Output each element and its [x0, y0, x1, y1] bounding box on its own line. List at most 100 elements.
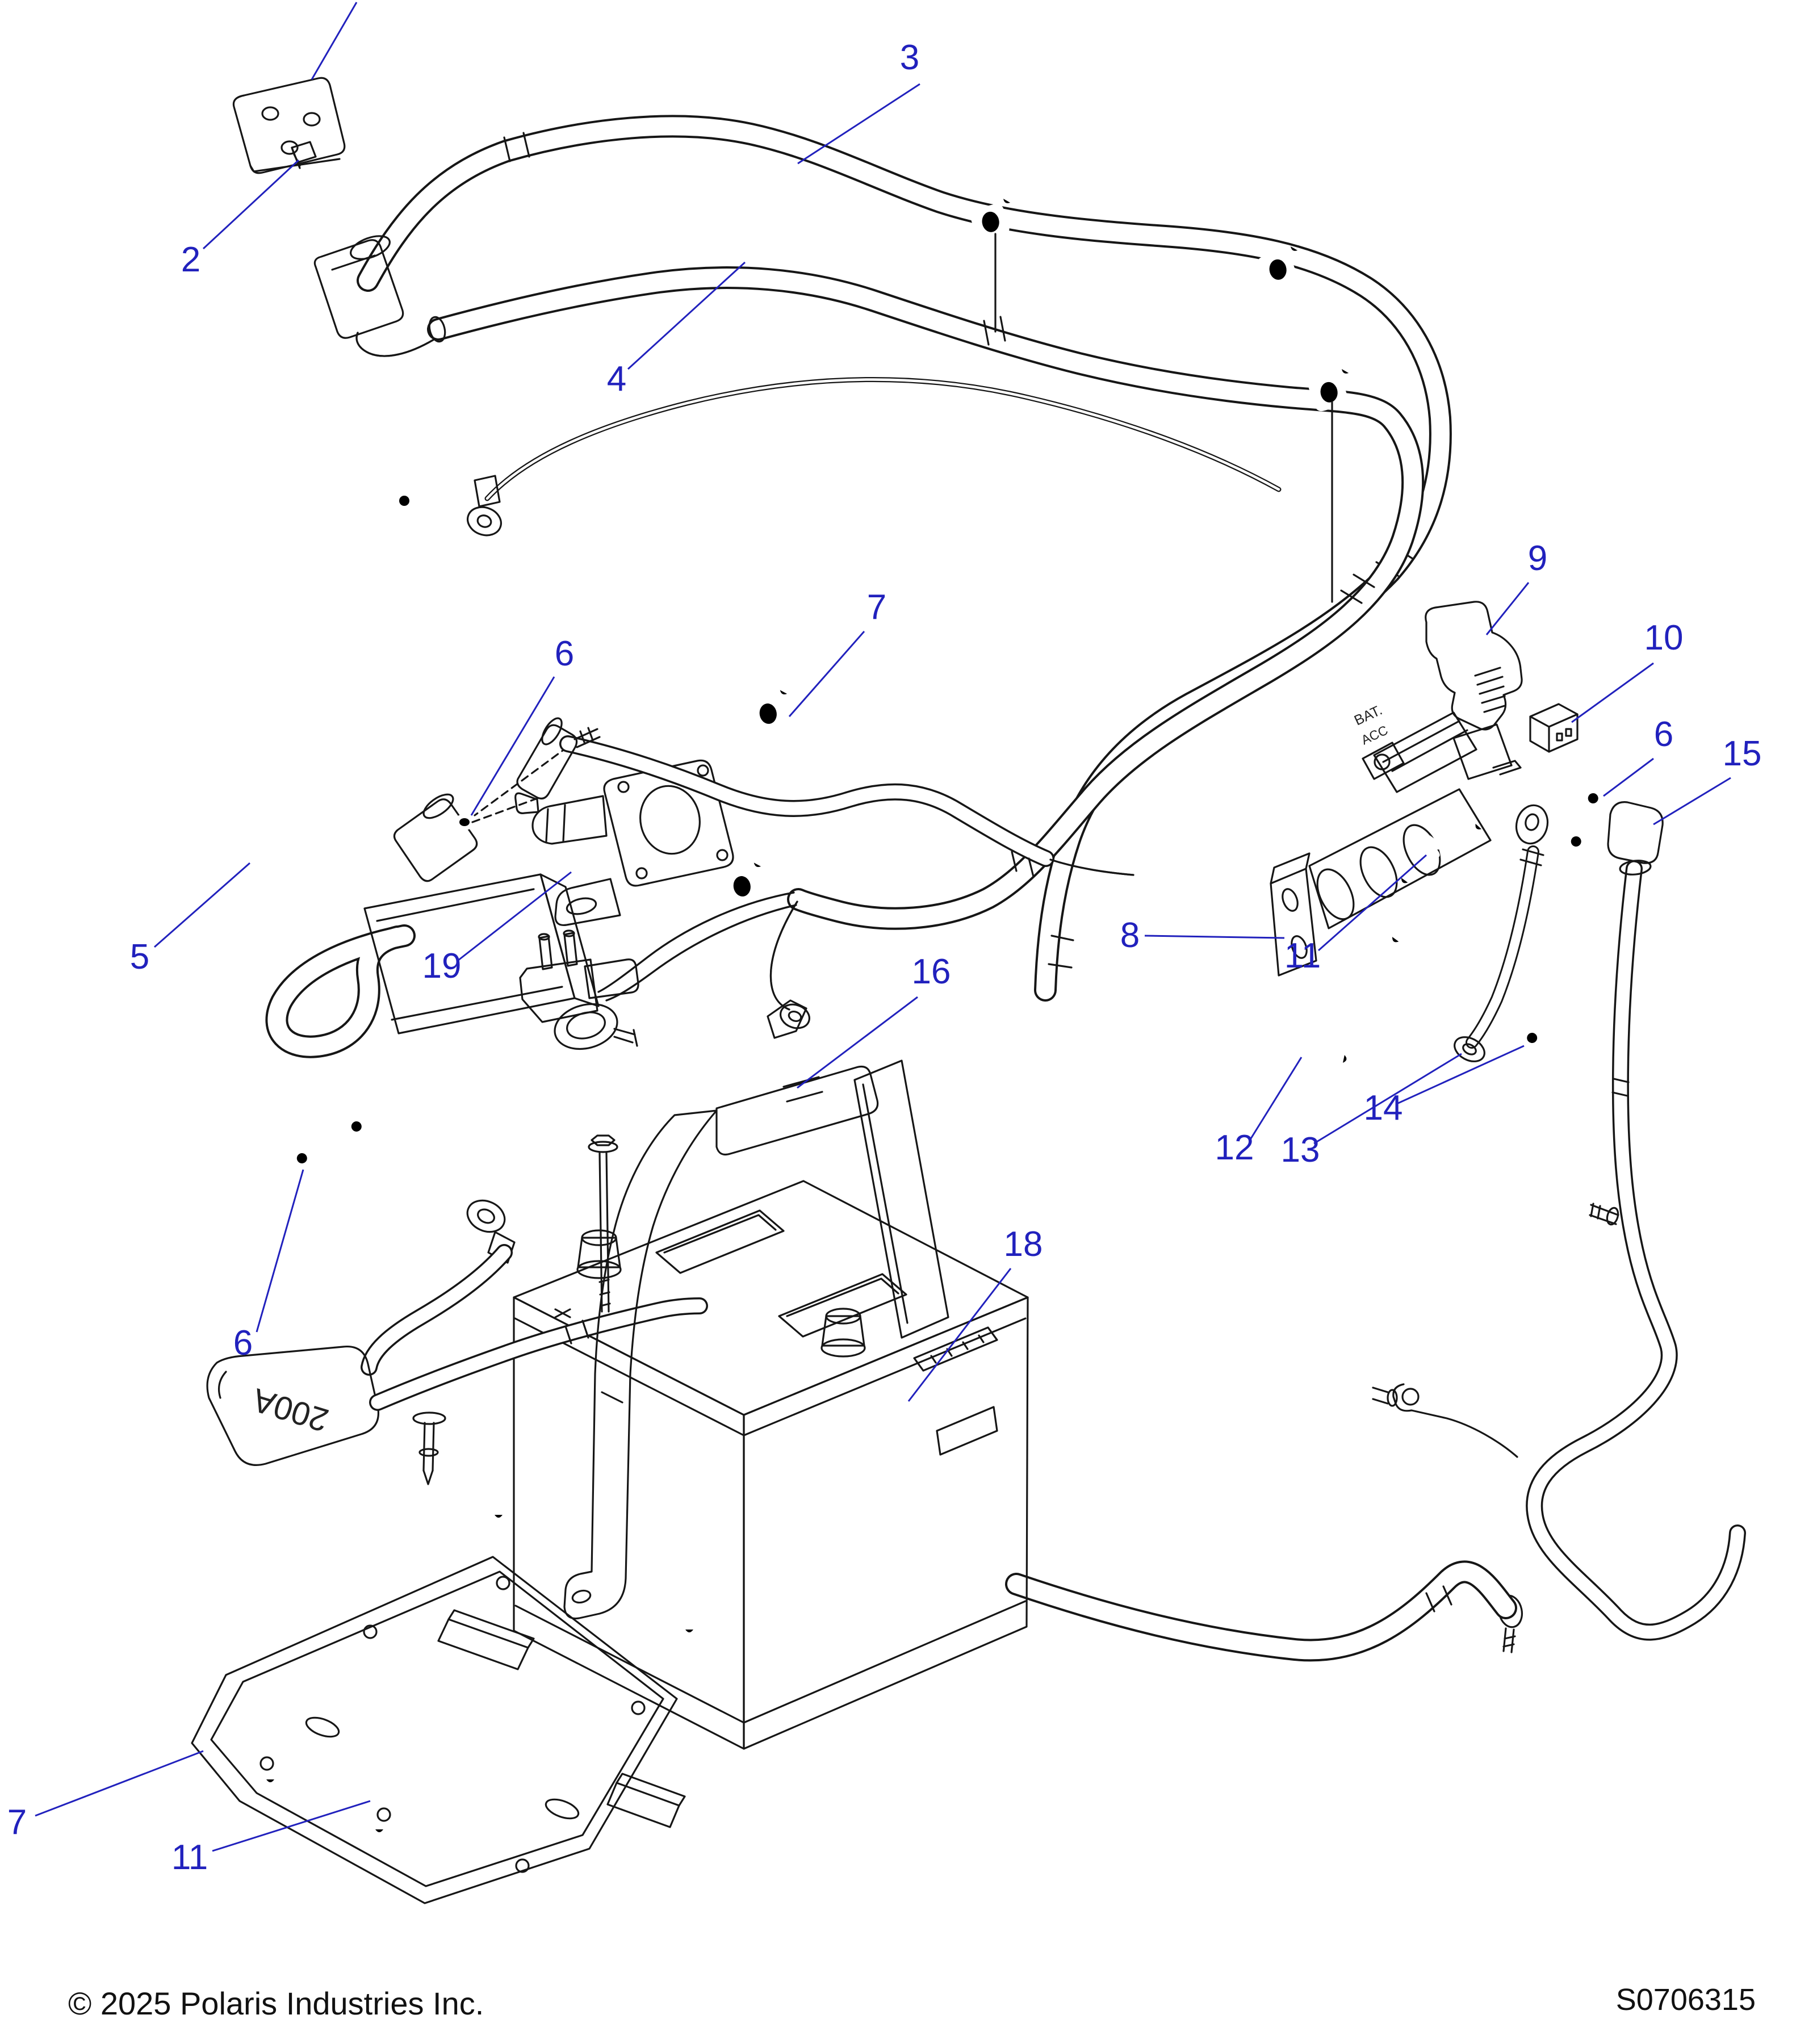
- assembly-dash-line: [471, 738, 579, 823]
- cable-cover-assembly: [277, 793, 600, 1046]
- fuse: [1529, 703, 1579, 753]
- terminal-cover-plate: [232, 77, 346, 174]
- battery: [513, 1059, 1029, 1750]
- callout-leader-13: [1313, 1053, 1462, 1145]
- callout-leader-11a: [1318, 854, 1427, 952]
- tray-bolt: [675, 1578, 704, 1632]
- positive-mark: [554, 1308, 571, 1318]
- push-pin: [412, 1411, 446, 1485]
- hold-down-back-panel: [853, 1059, 949, 1339]
- ring-terminal: [467, 506, 502, 537]
- terminal-boot: [393, 793, 478, 882]
- hex-nut: [390, 492, 419, 513]
- callout-label-16: 16: [912, 952, 951, 991]
- callout-label-18: 18: [1004, 1225, 1043, 1264]
- tray-bolt: [256, 1728, 284, 1782]
- callout-leader-18: [907, 1268, 1012, 1402]
- solenoid: [514, 759, 734, 927]
- callout-leader-6b: [1603, 757, 1654, 797]
- terminal-boot: [313, 235, 404, 339]
- callout-label-3: 3: [900, 38, 919, 77]
- callout-leader-7a: [788, 631, 865, 717]
- callout-label-7a: 7: [867, 588, 886, 627]
- cable-stud: [1589, 1203, 1619, 1226]
- callout-leader-15: [1653, 777, 1731, 826]
- hold-down-bolt: [588, 1134, 618, 1313]
- callout-leader-12: [1248, 1057, 1303, 1142]
- battery-post-positive: [576, 1229, 622, 1279]
- callout-leader-3: [797, 83, 920, 165]
- callout-label-11a: 11: [1284, 936, 1321, 975]
- callout-layer: 2 3 4 5 6 7 8 9 10 6 15 19 11 16 6 12 13 14 18 7 11: [7, 2, 1762, 1877]
- flange-bolt: [1466, 778, 1523, 838]
- starter-cable: [516, 717, 1134, 878]
- assembly-reference-line: [994, 233, 1333, 603]
- callout-label-14: 14: [1364, 1088, 1403, 1128]
- busbar-mount-plate: [1270, 868, 1317, 977]
- boot-cable: [1372, 801, 1738, 1653]
- callout-leader-4: [627, 261, 746, 370]
- callout-leader-16: [797, 996, 918, 1089]
- callout-leader-19: [457, 871, 572, 962]
- flange-bolt: [1382, 889, 1437, 950]
- flange-nut: [341, 1116, 372, 1140]
- callout-label-8: 8: [1120, 916, 1140, 955]
- battery-terminal-clamp: [519, 929, 639, 1050]
- busbar-cover: [1425, 601, 1523, 731]
- callout-leader-14: [1396, 1045, 1525, 1105]
- callout-label-4: 4: [607, 359, 626, 399]
- callout-label-6b: 6: [1654, 715, 1673, 754]
- callout-label-15: 15: [1723, 734, 1762, 773]
- callout-leader-11b: [212, 1800, 371, 1852]
- ring-terminal: [466, 1199, 506, 1233]
- battery-cable-lower: [355, 278, 1413, 919]
- flange-bolt: [1291, 1034, 1350, 1074]
- flange-nut: [1577, 788, 1610, 812]
- callout-label-2: 2: [181, 240, 200, 279]
- callout-label-9: 9: [1528, 539, 1547, 578]
- cable-clamp: [741, 664, 811, 735]
- callout-leader-5: [154, 862, 250, 948]
- footer-drawing-number: S0706315: [1616, 1983, 1756, 2017]
- flange-nut: [1560, 831, 1593, 856]
- flange-nut: [286, 1148, 318, 1172]
- callout-label-11b: 11: [171, 1838, 208, 1877]
- terminal-boot: [1607, 801, 1664, 864]
- battery-hold-down-bracket: [563, 1065, 879, 1620]
- callout-label-5: 5: [130, 937, 149, 977]
- branch-ring-terminal: [767, 999, 810, 1039]
- jumper-cable: [1454, 804, 1549, 1062]
- callout-leader-6c: [256, 1169, 304, 1333]
- callout-label-13: 13: [1281, 1130, 1320, 1170]
- callout-leader-2: [202, 159, 300, 250]
- callout-label-19: 19: [422, 946, 462, 986]
- busbar: BAT. ACC: [1270, 702, 1522, 977]
- callout-leader-7b: [35, 1750, 204, 1817]
- battery-tray: [191, 1556, 686, 1904]
- tray-bolt: [365, 1778, 393, 1832]
- callout-label-6c: 6: [233, 1323, 253, 1363]
- callout-leader-9: [1485, 582, 1530, 635]
- callout-leader-10: [1571, 662, 1654, 723]
- footer-copyright: © 2025 Polaris Industries Inc.: [68, 1986, 484, 2021]
- terminal-square-nut: [291, 141, 317, 169]
- callout-leader-6a: [470, 676, 555, 816]
- cable-support-bracket: [1372, 1383, 1518, 1458]
- fusible-link-assembly: [519, 891, 810, 1050]
- ring-terminal: [1454, 1036, 1485, 1062]
- callout-label-12: 12: [1215, 1128, 1254, 1167]
- cable-stud-terminal: [516, 717, 601, 800]
- callout-label-6a: 6: [555, 634, 574, 673]
- fuse-cover: [206, 1345, 380, 1466]
- callout-label-7b: 7: [7, 1803, 27, 1842]
- battery-cable-bottom: [1016, 1572, 1506, 1650]
- charge-wire: [467, 379, 1279, 537]
- callout-leader-1: [311, 2, 358, 80]
- callout-label-10: 10: [1644, 618, 1684, 657]
- solenoid-mount-flange: [554, 878, 621, 927]
- fuse-amp-label: 200A: [248, 1381, 333, 1439]
- tray-bolt: [484, 1464, 513, 1518]
- fused-200a-cable: 200A: [206, 1199, 700, 1485]
